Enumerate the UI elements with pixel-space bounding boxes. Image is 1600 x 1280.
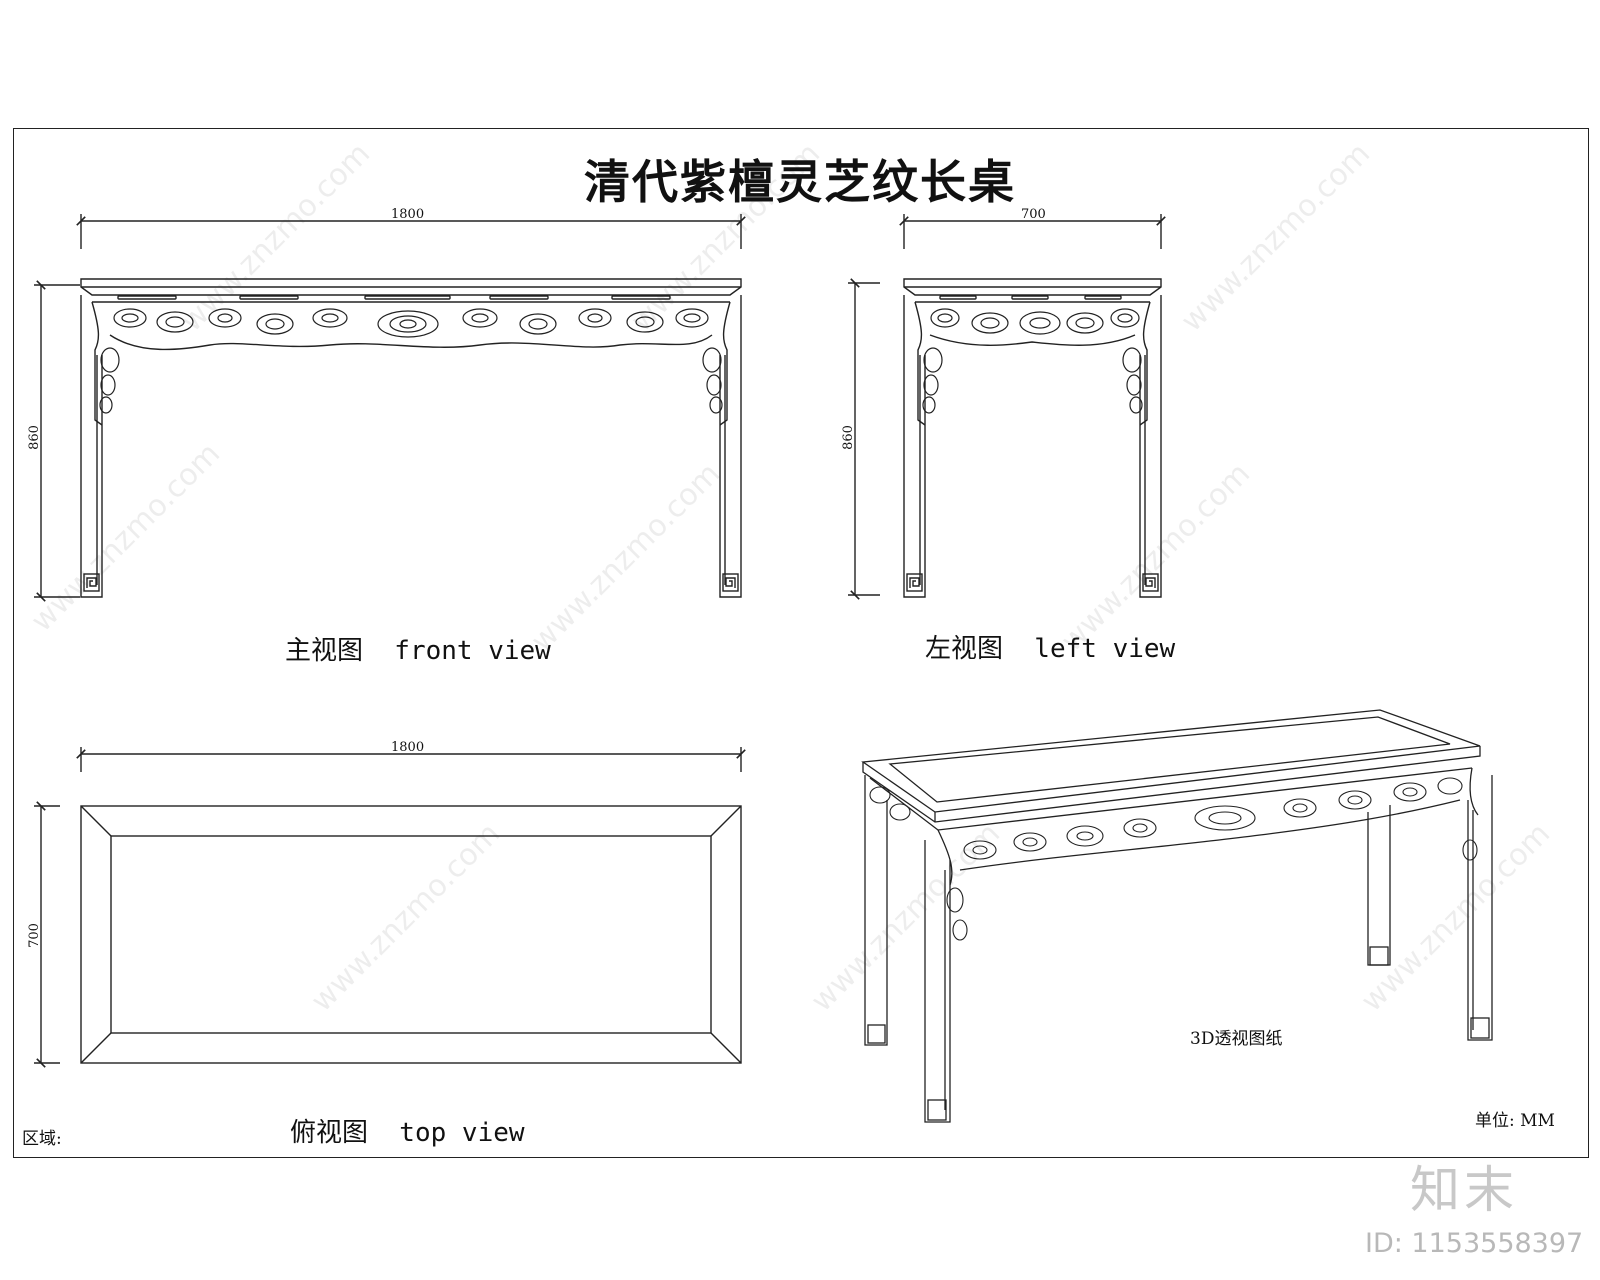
brand-watermark: 知末 (1410, 1161, 1518, 1219)
left-view-drawing (848, 214, 1166, 600)
region-label: 区域: (22, 1129, 62, 1149)
left-view-caption: 左视图 left view (925, 634, 1176, 664)
drawing-title: 清代紫檀灵芝纹长桌 (584, 155, 1016, 209)
left-width-dimension: 700 (1021, 207, 1046, 222)
top-view-drawing (34, 747, 746, 1068)
image-id-label: ID: 1153558397 (1365, 1228, 1584, 1259)
front-width-dimension: 1800 (391, 207, 425, 222)
perspective-caption: 3D透视图纸 (1190, 1029, 1283, 1049)
top-depth-dimension: 700 (26, 923, 42, 948)
top-width-dimension: 1800 (391, 740, 425, 755)
front-view-caption: 主视图 front view (285, 636, 551, 666)
front-height-dimension: 860 (26, 425, 42, 450)
unit-label: 单位: MM (1475, 1111, 1555, 1131)
left-height-dimension: 860 (840, 425, 856, 450)
top-view-caption: 俯视图 top view (290, 1118, 525, 1148)
front-view-drawing (34, 214, 746, 602)
drawing-frame (13, 128, 1589, 1158)
perspective-drawing (861, 709, 1493, 1123)
